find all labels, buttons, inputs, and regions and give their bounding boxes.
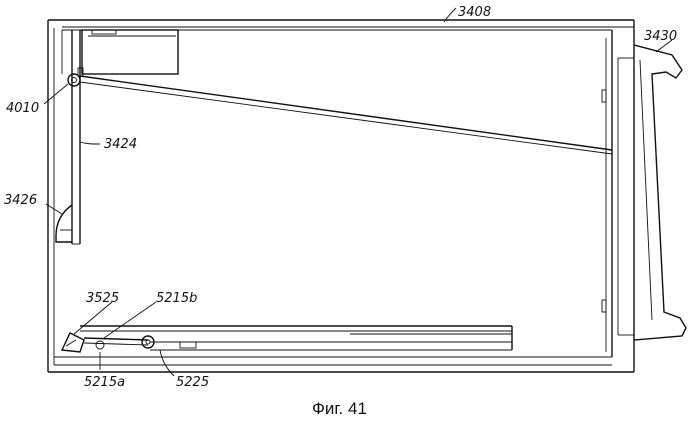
- cabinet-body: [48, 20, 634, 372]
- label-3426: 3426: [4, 193, 37, 208]
- upper-shelf: [82, 30, 178, 74]
- label-3430: 3430: [644, 29, 677, 44]
- bottom-slide-assembly: [62, 326, 512, 352]
- figure-caption: Фиг. 41: [312, 399, 367, 418]
- bracket-3430: [634, 45, 686, 340]
- left-panel-3424: [56, 30, 83, 244]
- label-3408: 3408: [458, 5, 491, 20]
- leader-lines: [44, 8, 672, 376]
- label-3424: 3424: [104, 137, 137, 152]
- label-4010: 4010: [6, 101, 39, 116]
- label-3525: 3525: [86, 291, 119, 306]
- label-5215a: 5215a: [84, 375, 125, 390]
- label-5215b: 5215b: [156, 291, 197, 306]
- label-5225: 5225: [176, 375, 209, 390]
- diagonal-rail: [80, 76, 612, 154]
